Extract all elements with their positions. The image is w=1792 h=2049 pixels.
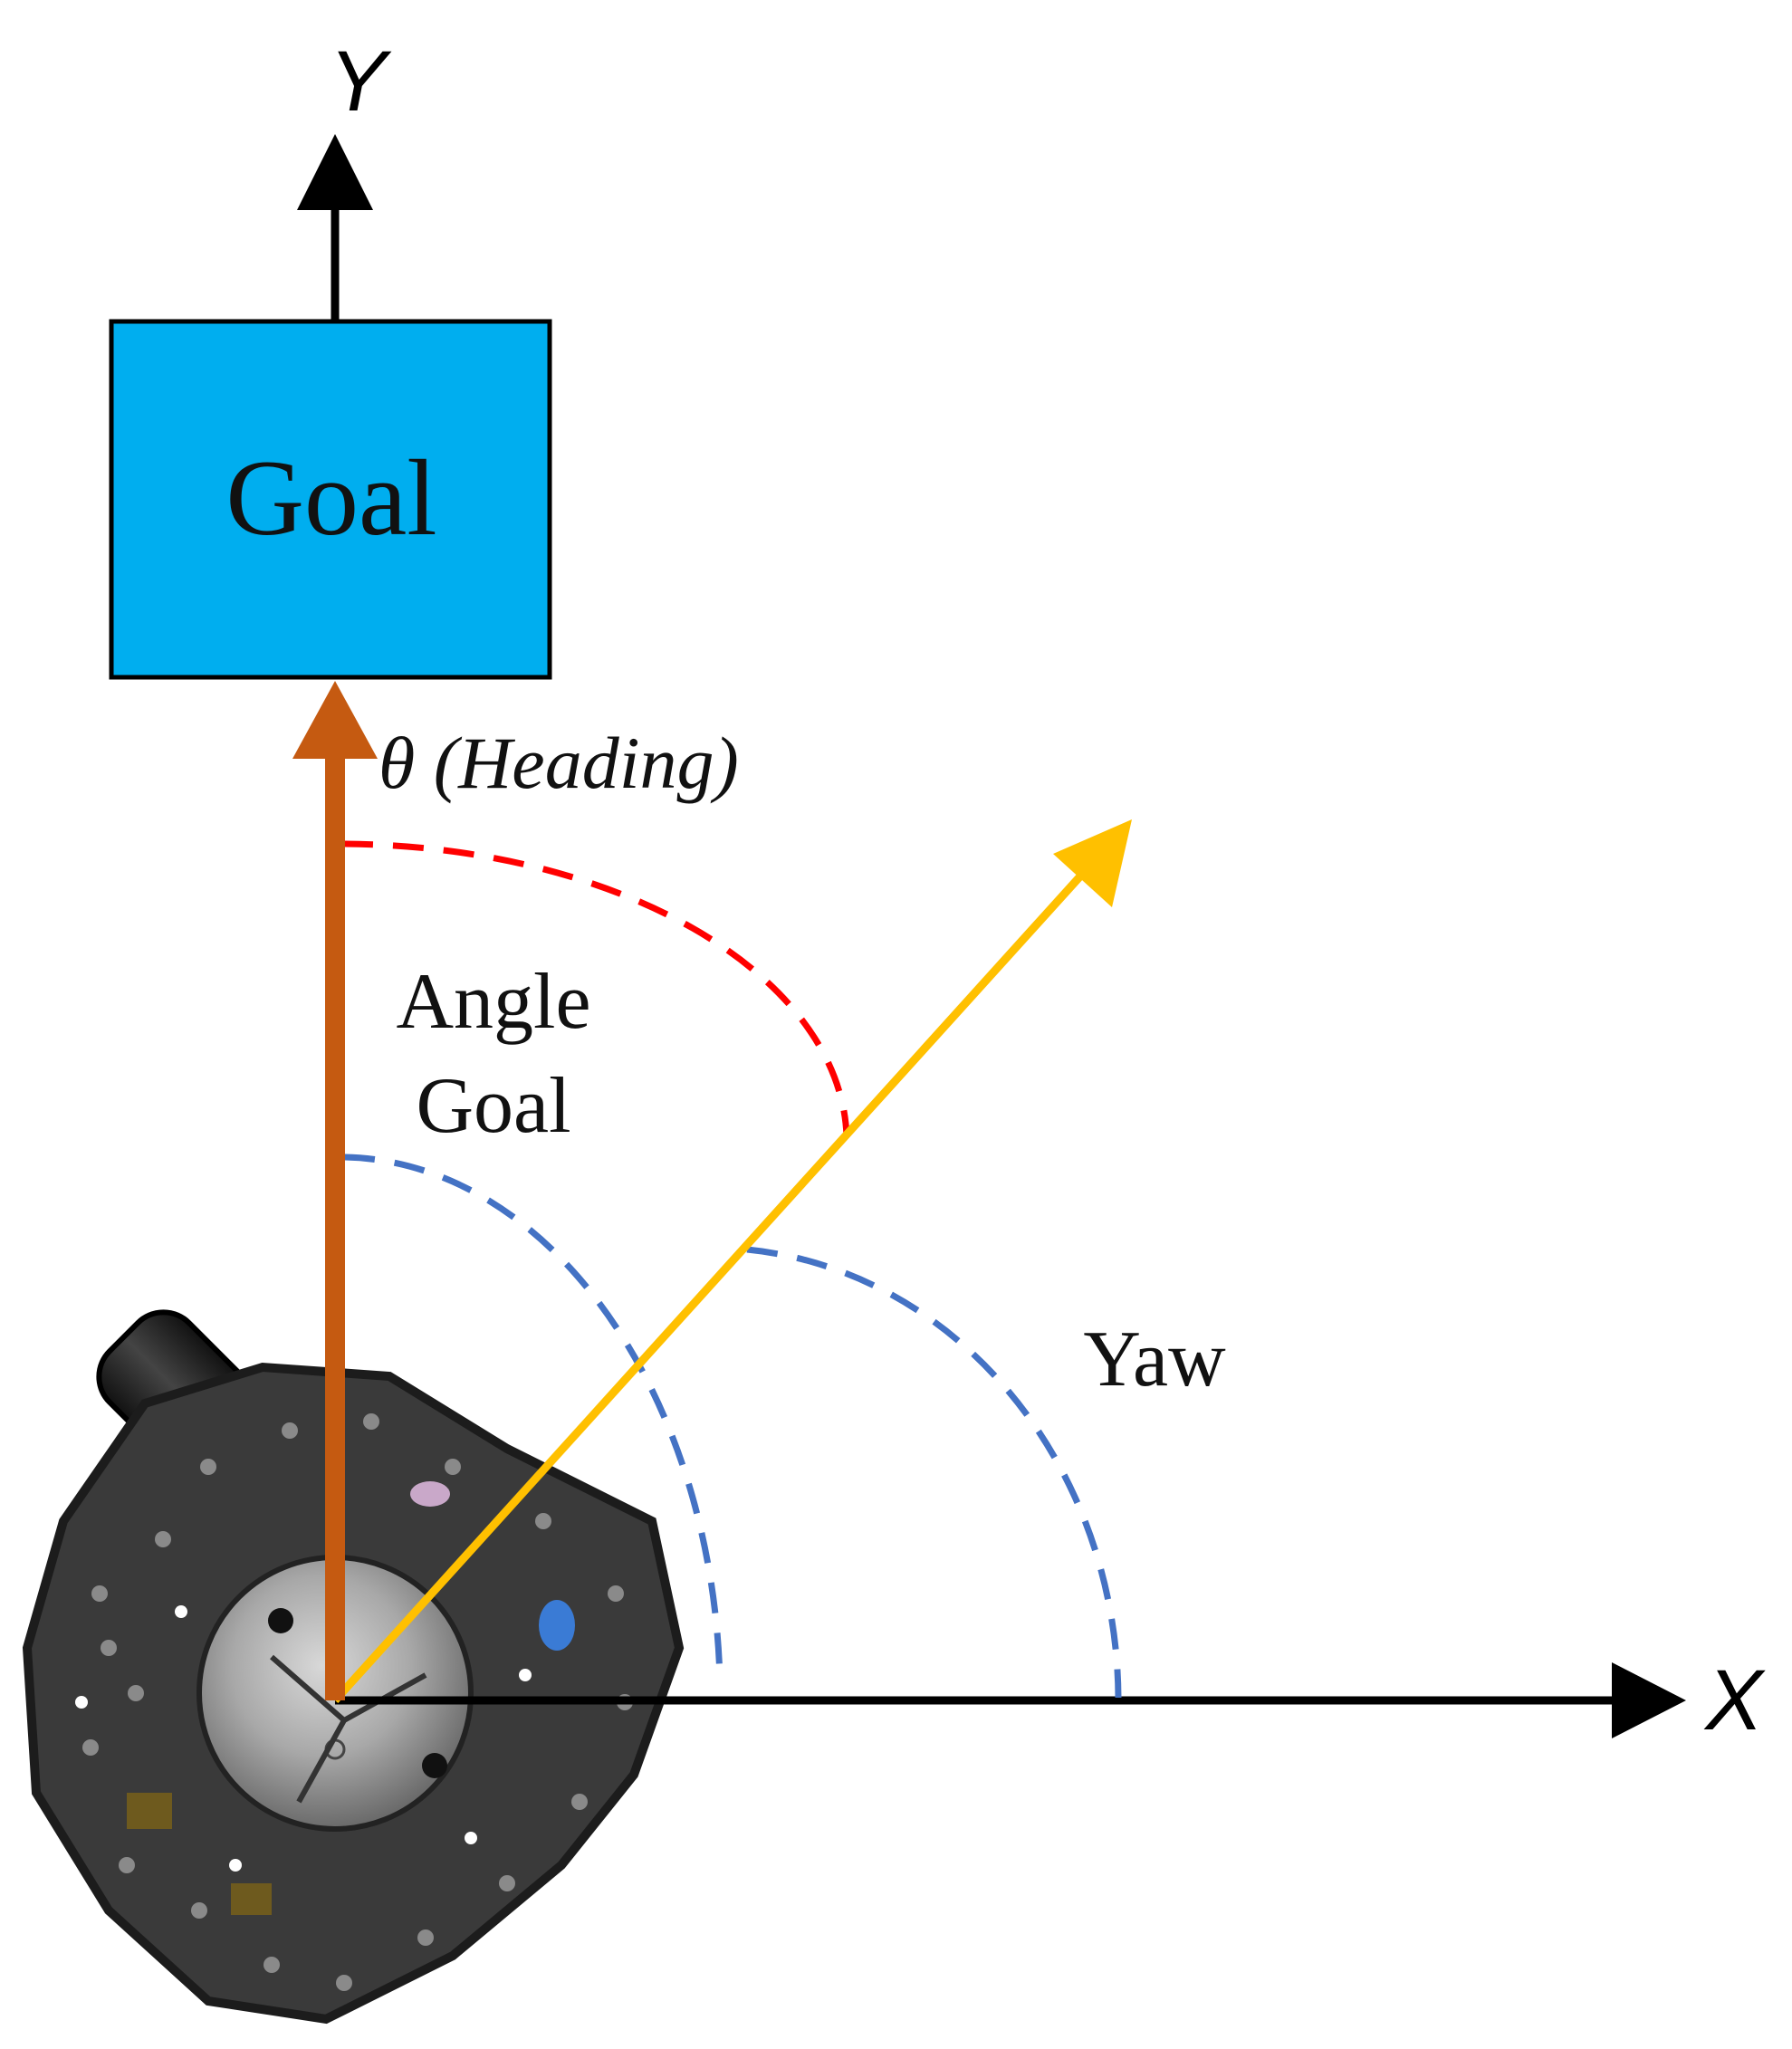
goal-box [109, 319, 552, 680]
robot-screw [422, 1753, 447, 1778]
robot-chip [127, 1793, 172, 1829]
goal-box-label: Goal [225, 437, 436, 558]
robot-screw [268, 1608, 293, 1633]
y-axis-label: Y [329, 34, 392, 129]
yaw-label: Yaw [1083, 1316, 1226, 1403]
heading-label: θ (Heading) [379, 722, 739, 804]
robot-led [410, 1481, 450, 1507]
robot-top-view-icon [22, 1309, 685, 2025]
angle-goal-label-line2: Goal [416, 1062, 570, 1150]
yaw-arc [746, 1246, 1122, 1699]
heading-arrowhead [292, 681, 378, 759]
heading-arc [341, 840, 850, 1137]
x-axis-arrowhead [1612, 1662, 1686, 1738]
yaw-arrowhead [1053, 819, 1132, 907]
x-axis-label: X [1703, 1652, 1766, 1748]
angle-goal-label-line1: Angle [396, 958, 590, 1046]
angle-goal-arc [343, 1154, 724, 1680]
yaw-arrow-line [331, 866, 1090, 1704]
robot-led [539, 1600, 575, 1651]
robot-chip [231, 1883, 272, 1915]
y-axis-arrowhead [297, 134, 373, 210]
